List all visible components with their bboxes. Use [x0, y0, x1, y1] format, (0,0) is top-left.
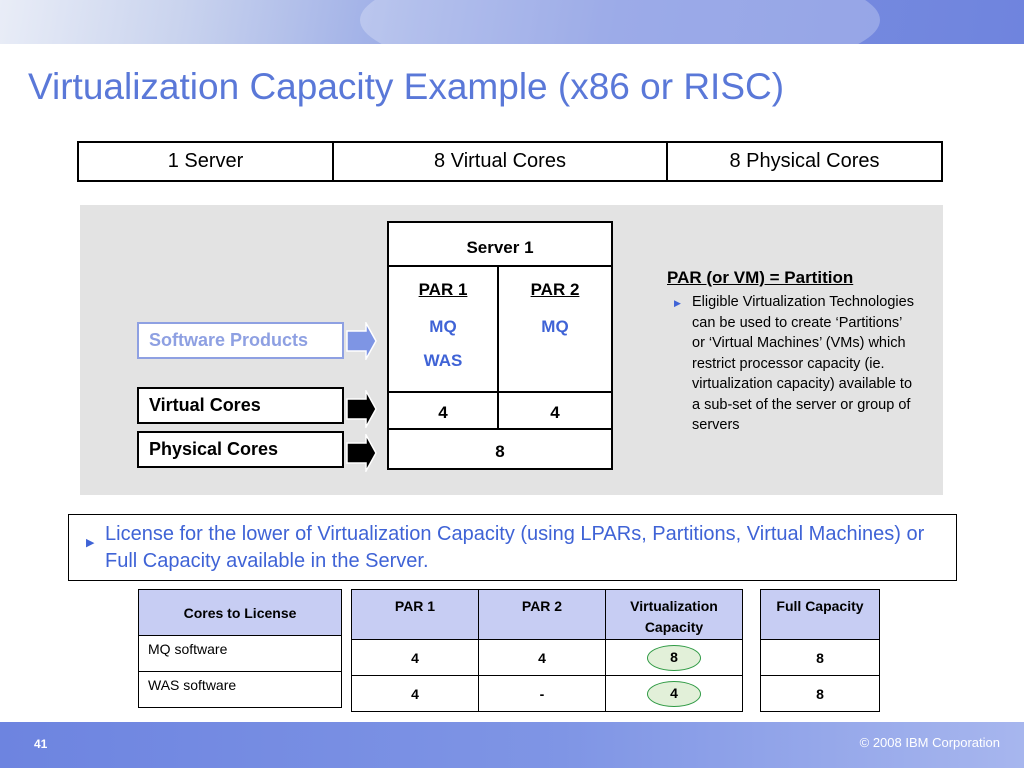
partition-2: PAR 2 MQ: [499, 267, 611, 391]
physical-cores-label: Physical Cores: [137, 431, 344, 468]
partition-definition-text: Eligible Virtualization Technologies can…: [692, 294, 914, 433]
partition-2-virtual-cores: 4: [550, 403, 560, 422]
copyright-text: © 2008 IBM Corporation: [859, 735, 1000, 750]
cores-to-license-table: Cores to License MQ software WAS softwar…: [138, 589, 342, 708]
summary-physical-cores: 8 Physical Cores: [666, 141, 943, 182]
license-note: ▶ License for the lower of Virtualizatio…: [68, 514, 957, 581]
full-capacity-table: Full Capacity 8 8: [760, 589, 880, 712]
table-header: Cores to License: [138, 589, 342, 636]
highlight-oval: 8: [647, 644, 701, 671]
summary-virtual-cores: 8 Virtual Cores: [332, 141, 668, 182]
partition-2-name: PAR 2: [530, 280, 580, 299]
table-cell: 8: [760, 639, 880, 676]
partition-1: PAR 1 MQ WAS: [389, 267, 499, 391]
banner-swoosh: [360, 0, 880, 44]
server-diagram: Server 1 PAR 1 MQ WAS PAR 2 MQ 4 4 8: [387, 221, 613, 470]
bullet-arrow-icon: ▶: [86, 537, 95, 549]
license-note-text: License for the lower of Virtualization …: [105, 523, 925, 572]
table-cell: 4: [351, 675, 479, 712]
virtual-cores-label: Virtual Cores: [137, 387, 344, 424]
bullet-arrow-icon: ▶: [674, 298, 681, 308]
virtual-cores-row: 4 4: [389, 391, 611, 430]
table-header: PAR 2: [478, 589, 606, 640]
partition-definition-title: PAR (or VM) = Partition: [667, 268, 854, 287]
slide-title: Virtualization Capacity Example (x86 or …: [28, 66, 785, 107]
table-cell: 8: [605, 639, 743, 676]
software-arrow-icon: [346, 322, 377, 360]
summary-table: 1 Server 8 Virtual Cores 8 Physical Core…: [77, 141, 943, 182]
table-row-label: MQ software: [138, 635, 342, 672]
virtual-cores-arrow-icon: [346, 390, 377, 428]
highlight-oval: 4: [647, 680, 701, 707]
partition-definition: PAR (or VM) = Partition ▶ Eligible Virtu…: [667, 268, 917, 436]
page-number: 41: [34, 737, 48, 751]
partition-definition-body: ▶ Eligible Virtualization Technologies c…: [667, 292, 917, 436]
table-cell: 8: [760, 675, 880, 712]
partition-1-name: PAR 1: [418, 280, 468, 299]
table-cell: 4: [478, 639, 606, 676]
table-cell: 4: [605, 675, 743, 712]
top-banner: [0, 0, 1024, 44]
software-products-label: Software Products: [137, 322, 344, 359]
physical-cores-value: 8: [495, 442, 505, 461]
server-title: Server 1: [389, 223, 611, 267]
partition-1-product: WAS: [423, 351, 463, 370]
table-header: Full Capacity: [760, 589, 880, 640]
summary-server-count: 1 Server: [77, 141, 334, 182]
table-header: Virtualization Capacity: [605, 589, 743, 640]
physical-cores-arrow-icon: [346, 434, 377, 472]
capacity-table: PAR 1 PAR 2 Virtualization Capacity 4 4 …: [351, 589, 743, 712]
table-cell: 4: [351, 639, 479, 676]
table-row-label: WAS software: [138, 671, 342, 708]
partition-1-virtual-cores: 4: [389, 393, 499, 430]
partition-1-product: MQ: [429, 317, 457, 336]
table-header: PAR 1: [351, 589, 479, 640]
footer-bar: [0, 722, 1024, 768]
table-cell: -: [478, 675, 606, 712]
partition-2-product: MQ: [541, 317, 569, 336]
